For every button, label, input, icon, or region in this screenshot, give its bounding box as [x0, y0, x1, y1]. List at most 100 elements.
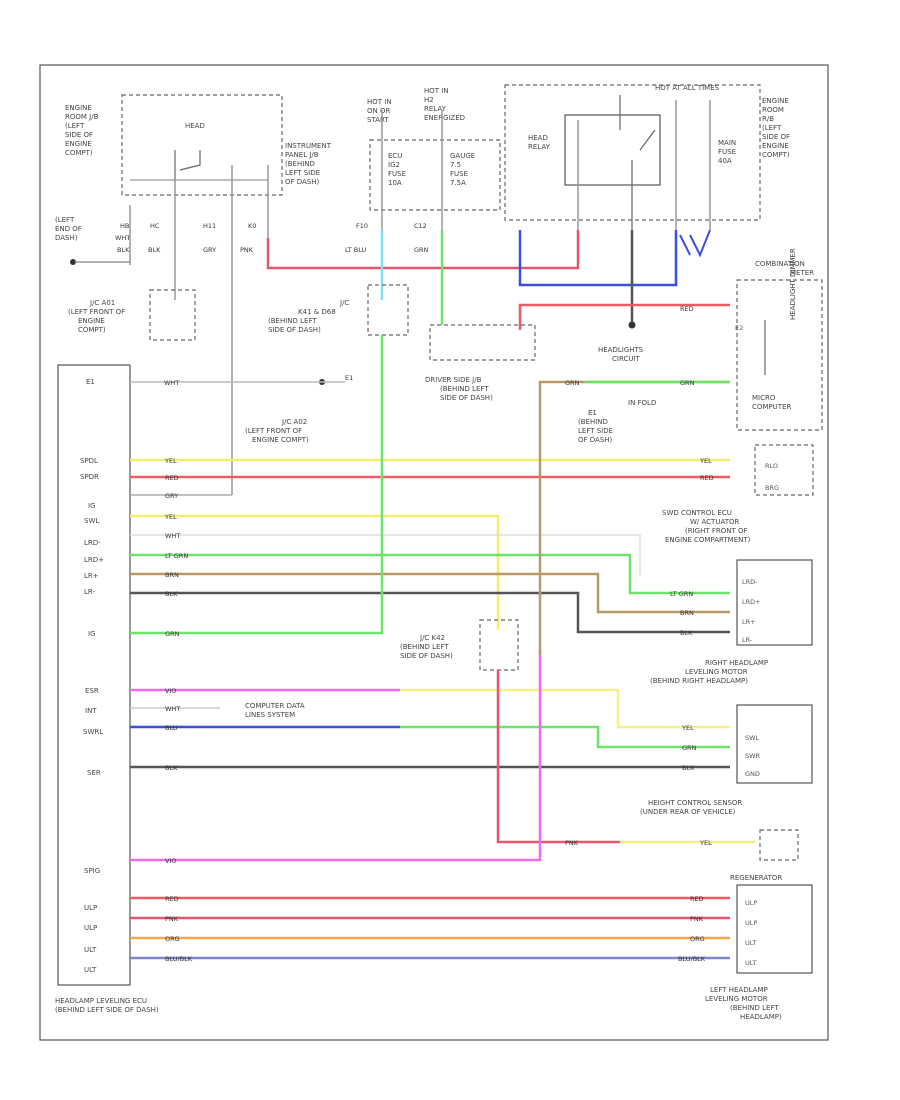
ult2-pin: ULT — [745, 959, 756, 967]
svg-text:LRD+: LRD+ — [84, 556, 104, 564]
headlights-node — [628, 321, 636, 329]
brn-cm-label: GRN — [680, 379, 695, 387]
pnk2-label: PNK — [165, 915, 179, 923]
combination-meter-box — [736, 279, 823, 431]
jb-switch — [174, 150, 201, 180]
vio2-label: VIO — [165, 857, 176, 865]
r-yel-label: YEL — [699, 457, 712, 465]
ulp2-pin: ULP — [745, 919, 757, 927]
top-b1: BLK — [117, 246, 130, 254]
hot-at-all-times-label: HOT AT ALL TIMES — [655, 84, 720, 92]
ult1-pin: ULT — [745, 939, 756, 947]
head-relay-box — [564, 114, 661, 186]
headlight-dimmer-label: HEADLIGHT DIMMER — [789, 248, 797, 320]
diagram-frame — [39, 64, 829, 1041]
f10-label: F10 — [356, 222, 368, 230]
r-red2-label: RED — [690, 895, 704, 903]
rlo-brg-box — [754, 444, 814, 496]
height-sensor-label: HEIGHT CONTROL SENSOR(UNDER REAR OF VEHI… — [640, 799, 742, 816]
svg-text:IG: IG — [88, 502, 96, 510]
wht2-label: WHT — [165, 532, 180, 540]
regenerator-box — [736, 884, 813, 974]
r-yel2-label: YEL — [681, 724, 694, 732]
ground-symbol — [70, 259, 76, 265]
fuse-feeds — [381, 110, 443, 230]
blu-cross — [679, 229, 711, 258]
pnk-height-wire — [496, 670, 620, 844]
svg-text:INT: INT — [85, 707, 97, 715]
white-wire — [130, 534, 641, 575]
swr-pin: SWR — [745, 752, 761, 760]
top-hb: HB — [120, 222, 129, 230]
jb-internal-lines — [174, 165, 269, 205]
svg-text:SWRL: SWRL — [83, 728, 103, 736]
ecu-label: HEADLAMP LEVELING ECU(BEHIND LEFT SIDE O… — [55, 997, 159, 1014]
e2-label: E2 — [735, 324, 743, 332]
red-cm-label: RED — [680, 305, 694, 313]
grn1-label: GRN — [414, 246, 429, 254]
svg-text:SPDL: SPDL — [80, 457, 98, 465]
r-pnk2-label: PNK — [690, 915, 704, 923]
lrd-minus-wire — [130, 553, 730, 595]
brg-label: BRG — [765, 484, 779, 492]
lrd-plus-wire — [130, 572, 730, 614]
regenerator-label: REGENERATOR — [730, 874, 782, 882]
rlo-label: RLO — [765, 462, 778, 470]
r-grn-label: GRN — [682, 744, 697, 752]
gnd-pin: GND — [745, 770, 760, 778]
engine-room-rb-box — [504, 84, 761, 221]
svg-text:LRD-: LRD- — [84, 539, 101, 547]
pnk-top-wire — [266, 230, 580, 270]
right-headlamp-motor-box — [736, 704, 813, 784]
r-org-label: ORG — [690, 935, 705, 943]
r-brn-label: BRN — [680, 609, 694, 617]
red-meter-wire — [518, 303, 730, 330]
grn3-label: GRN — [165, 630, 180, 638]
swl-pin: SWL — [745, 734, 760, 742]
jc-k41-box — [367, 284, 409, 336]
swd-ecu-box — [736, 559, 813, 646]
svg-text:LR+: LR+ — [84, 572, 99, 580]
yel2-label: YEL — [164, 513, 177, 521]
headlamp-leveling-ecu-box — [57, 364, 131, 986]
svg-text:SPIG: SPIG — [84, 867, 100, 875]
ig-green-wire — [130, 335, 384, 635]
top-b3: GRY — [203, 246, 216, 254]
r-ltgrn-label: LT GRN — [670, 590, 693, 598]
e1b-label: E1 — [345, 374, 353, 382]
svg-text:SER: SER — [87, 769, 101, 777]
top-p1: PNK — [240, 246, 254, 254]
lrd-plus-pin: LRD+ — [742, 598, 761, 606]
brn1-label: BRN — [165, 571, 179, 579]
svg-text:ULT: ULT — [84, 946, 97, 954]
bluBlk-label: BLU/BLK — [165, 955, 193, 963]
r-pnk-label: PNK — [565, 839, 579, 847]
lr-minus-pin: LR- — [742, 636, 753, 644]
spig-wire — [130, 650, 542, 862]
jc-a01-box — [149, 289, 196, 341]
svg-text:IG: IG — [88, 630, 96, 638]
svg-text:ESR: ESR — [85, 687, 99, 695]
lr-minus-wire — [130, 591, 730, 634]
svg-text:E1: E1 — [86, 378, 95, 386]
wht3-label: WHT — [165, 705, 180, 713]
blu-relay-wire — [518, 230, 678, 287]
